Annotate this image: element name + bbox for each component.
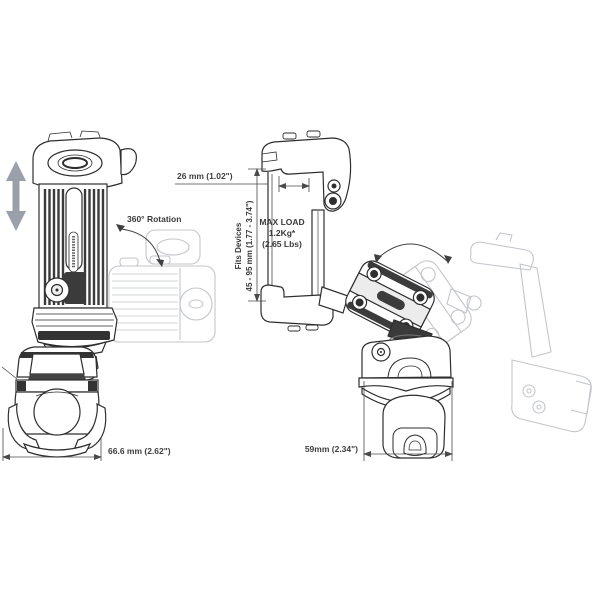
max-load-line1: MAX LOAD — [259, 217, 305, 227]
dim-base-width-label: 59mm (2.34") — [304, 444, 358, 454]
rotation-label: 360° Rotation — [127, 214, 182, 224]
handlebar-clamp-front — [7, 346, 107, 458]
slide-arrow-icon — [6, 161, 26, 231]
fits-devices-block: Fits Devices 45 - 95 mm (1.77 - 3.74") — [233, 187, 257, 305]
side-view-holder — [260, 130, 352, 332]
dim-clamp-width-label: 66.6 mm (2.62") — [108, 446, 171, 456]
dim-base-width-lines — [363, 381, 453, 461]
dim-depth-label: 26 mm (1.02") — [177, 171, 233, 181]
fits-devices-line1: Fits Devices — [234, 222, 243, 270]
base-mount-side — [358, 319, 454, 459]
max-load-line3: (2.65 Lbs) — [262, 239, 302, 249]
dim-depth-lines — [175, 176, 310, 192]
max-load-line2: 1.2Kg* — [268, 228, 296, 238]
dim-fits-devices-lines — [248, 168, 266, 302]
fits-devices-line2: 45 - 95 mm (1.77 - 3.74") — [245, 200, 254, 292]
tilt-arrow-icon — [374, 243, 452, 264]
ghost-tilted-holder — [446, 232, 592, 433]
max-load-block: MAX LOAD 1.2Kg* (2.65 Lbs) — [252, 217, 312, 250]
rotation-arrow-icon — [116, 224, 164, 267]
ghost-horizontal-holder — [108, 229, 216, 343]
dim-clamp-width-lines — [1, 366, 102, 461]
